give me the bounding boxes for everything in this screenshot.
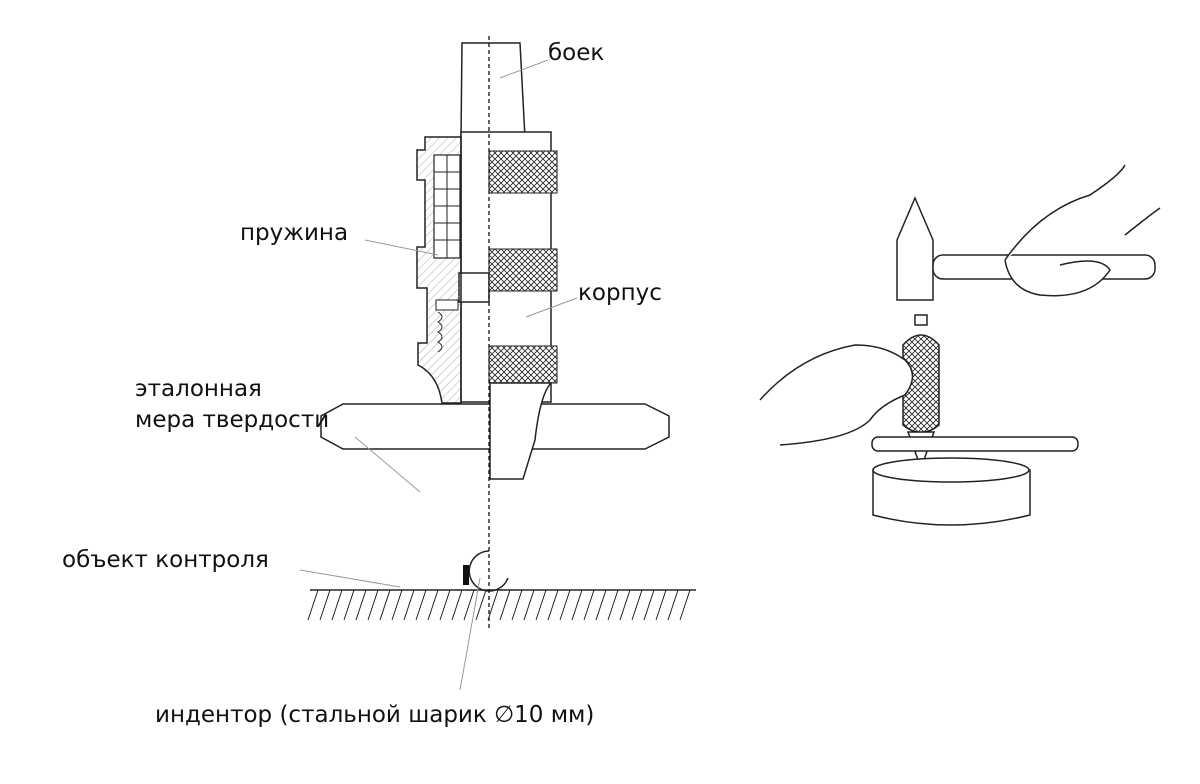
leader-reference	[354, 436, 421, 493]
knurled-ring	[488, 150, 558, 194]
spring-block	[433, 154, 461, 353]
label-striker: боек	[548, 40, 604, 66]
leader-object	[299, 569, 401, 588]
leader-indenter	[459, 577, 481, 691]
leader-striker	[499, 59, 549, 79]
leader-spring	[364, 239, 439, 256]
tester-cap	[914, 314, 928, 326]
label-test-object: объект контроля	[62, 547, 269, 573]
label-spring: пружина	[240, 220, 348, 246]
knurled-ring	[488, 248, 558, 292]
tip	[489, 382, 553, 480]
upper-hand	[1004, 164, 1161, 297]
hammer-head	[896, 196, 934, 301]
ground-hatch	[307, 589, 696, 621]
label-reference-2: мера твердости	[135, 407, 329, 433]
knurled-ring	[488, 345, 558, 384]
label-body: корпус	[578, 280, 662, 306]
label-reference-1: эталонная	[135, 376, 262, 402]
lower-hand	[759, 344, 914, 446]
label-indenter: индентор (стальной шарик ∅10 мм)	[155, 702, 594, 728]
usage-illustration	[759, 164, 1161, 526]
pin	[458, 272, 490, 303]
tester-body	[902, 334, 940, 434]
reference-rod	[871, 436, 1079, 452]
leader-body	[525, 297, 578, 318]
striker	[460, 42, 526, 139]
